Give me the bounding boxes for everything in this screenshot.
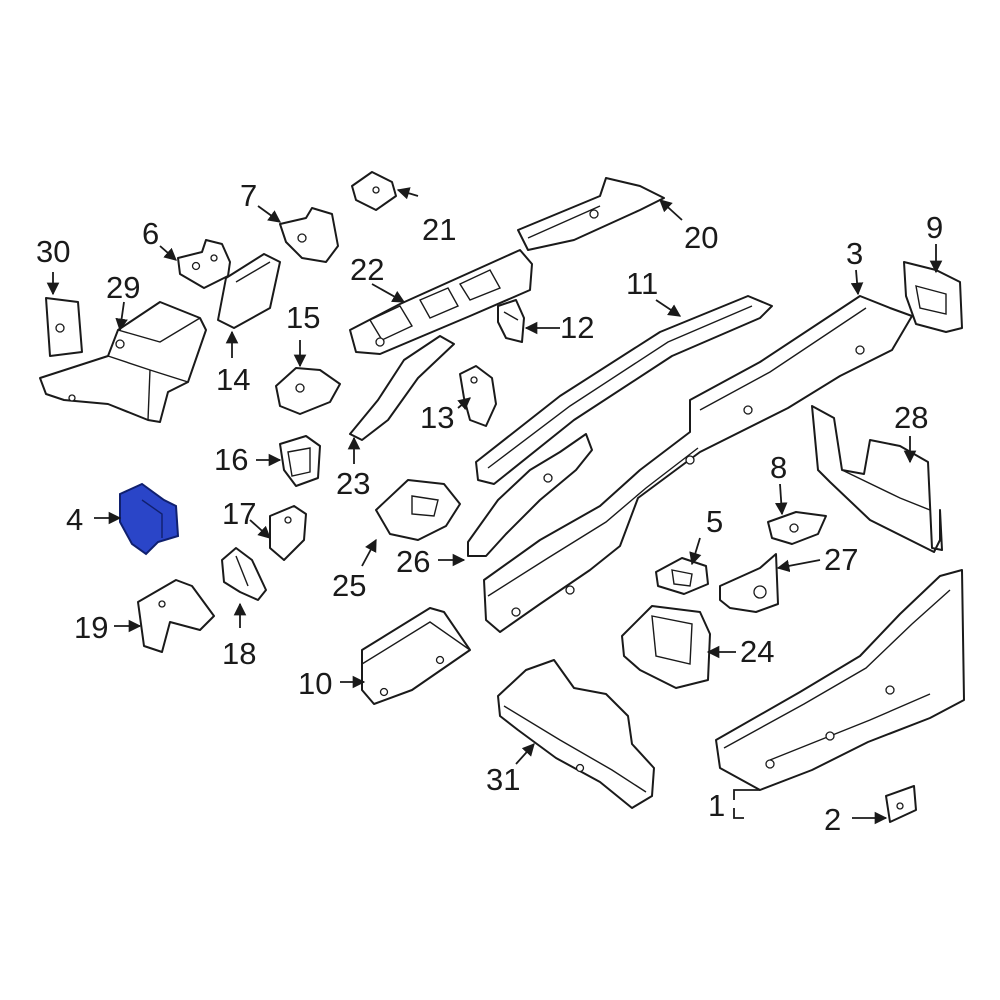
callout-23: 23	[336, 466, 370, 501]
callout-27: 27	[824, 542, 858, 577]
part-25-bracket[interactable]	[375, 479, 461, 541]
part-18-bracket[interactable]	[221, 547, 267, 601]
callout-24: 24	[740, 634, 774, 669]
callout-22: 22	[350, 252, 384, 287]
part-10-channel[interactable]	[361, 607, 471, 705]
part-7-bracket[interactable]	[279, 207, 339, 263]
callout-25: 25	[332, 568, 366, 603]
callout-31: 31	[486, 762, 520, 797]
callout-11: 11	[626, 266, 658, 301]
callout-5: 5	[706, 504, 723, 539]
callout-10: 10	[298, 666, 332, 701]
part-11-frame-rail[interactable]	[467, 295, 773, 557]
part-9-plate[interactable]	[903, 261, 963, 333]
callout-16: 16	[214, 442, 248, 477]
part-19-bracket[interactable]	[137, 579, 215, 653]
callout-13: 13	[420, 400, 454, 435]
callout-6: 6	[142, 216, 159, 251]
leader-lines	[46, 187, 943, 825]
callout-2: 2	[824, 802, 841, 837]
callout-labels: 30 29 6 7 14 21 20 22 12 15 13 23 16 11 …	[36, 178, 943, 837]
part-27-bracket[interactable]	[719, 553, 779, 613]
part-23-rail[interactable]	[349, 335, 455, 441]
part-5-mount[interactable]	[655, 557, 709, 595]
part-16-bracket[interactable]	[279, 435, 321, 487]
callout-28: 28	[894, 400, 928, 435]
callout-12: 12	[560, 310, 594, 345]
callout-9: 9	[926, 210, 943, 245]
callout-15: 15	[286, 300, 320, 335]
callout-26: 26	[396, 544, 430, 579]
part-8-bracket[interactable]	[767, 511, 827, 545]
callout-20: 20	[684, 220, 718, 255]
part-4-highlighted-bracket[interactable]	[119, 482, 180, 556]
part-20-rail[interactable]	[517, 177, 665, 251]
callout-29: 29	[106, 270, 140, 305]
callout-4: 4	[66, 502, 83, 537]
callout-17: 17	[222, 496, 256, 531]
callout-8: 8	[770, 450, 787, 485]
callout-1: 1	[708, 788, 725, 823]
callout-21: 21	[422, 212, 456, 247]
part-21-bracket[interactable]	[351, 171, 397, 211]
part-3-main-frame[interactable]	[483, 295, 913, 633]
part-28-side-panel[interactable]	[811, 405, 943, 553]
part-15-bracket[interactable]	[275, 367, 341, 415]
part-17-bracket[interactable]	[269, 505, 307, 561]
part-14-reinforcement[interactable]	[217, 253, 281, 329]
part-29-floor-section[interactable]	[39, 301, 207, 423]
callout-7: 7	[240, 178, 257, 213]
part-6-bracket[interactable]	[177, 239, 231, 289]
part-13-bracket[interactable]	[459, 365, 497, 427]
callout-18: 18	[222, 636, 256, 671]
callout-30: 30	[36, 234, 70, 269]
callout-14: 14	[216, 362, 250, 397]
part-22-crossmember[interactable]	[349, 249, 533, 355]
part-12-bracket[interactable]	[497, 299, 525, 343]
part-30-bracket[interactable]	[45, 297, 83, 357]
part-24-mount[interactable]	[621, 605, 711, 689]
part-2-plate[interactable]	[885, 785, 917, 823]
part-31-frame-section[interactable]	[497, 659, 655, 809]
callout-19: 19	[74, 610, 108, 645]
callout-3: 3	[846, 236, 863, 271]
